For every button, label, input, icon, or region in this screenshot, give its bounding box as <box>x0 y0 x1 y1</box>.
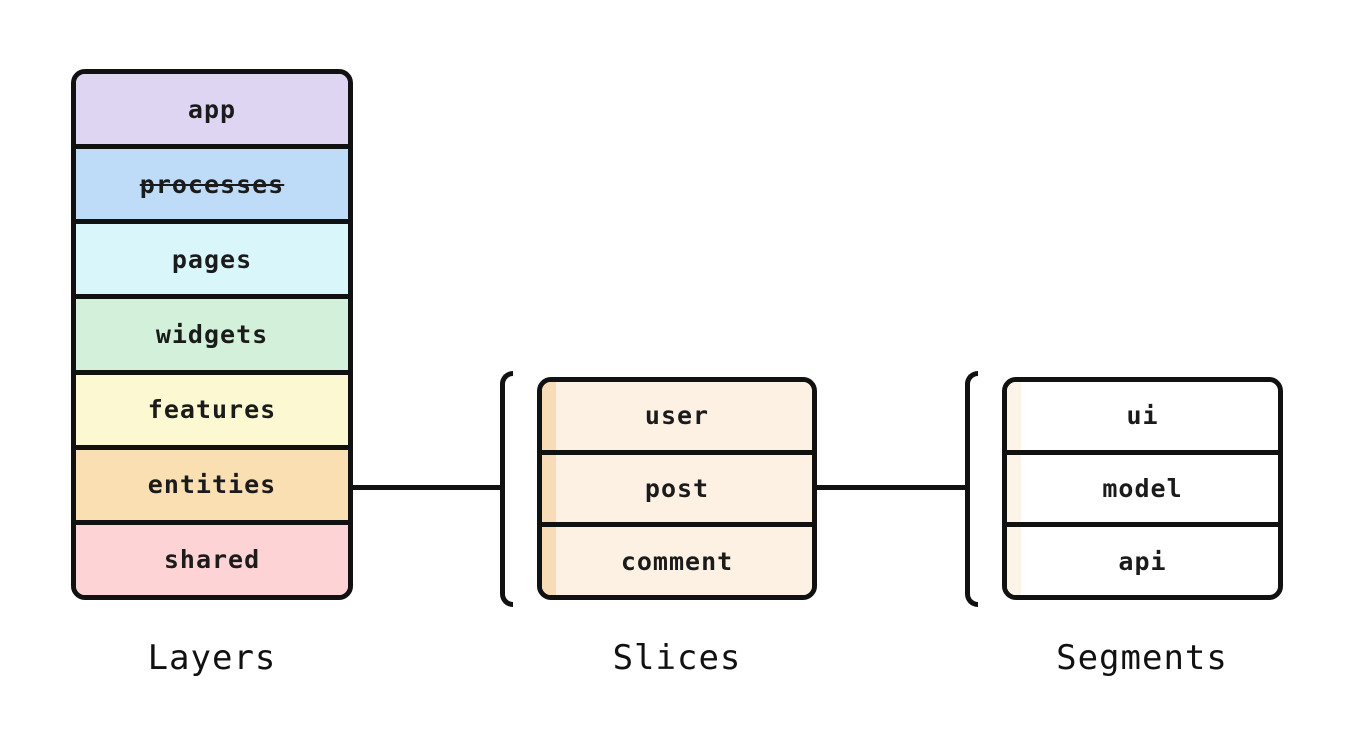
slice-row-user: user <box>542 382 812 450</box>
layer-label-pages: pages <box>171 244 253 274</box>
slice-label-post: post <box>644 474 710 503</box>
layer-row-processes: processes <box>76 144 348 220</box>
slice-strip <box>542 454 556 523</box>
connector-slices-to-segments <box>817 485 965 490</box>
segment-label-ui: ui <box>1126 401 1159 431</box>
segment-row-model: model <box>1007 449 1278 523</box>
layer-row-widgets: widgets <box>76 294 348 370</box>
layers-stack: app processes pages widgets features ent… <box>71 69 353 600</box>
slice-strip <box>542 527 556 595</box>
layer-row-pages: pages <box>76 219 348 295</box>
connector-layers-to-slices <box>353 485 500 490</box>
slice-row-post: post <box>542 449 812 523</box>
slices-stack: user post comment <box>537 377 817 600</box>
slice-label-comment: comment <box>620 546 734 576</box>
layer-row-features: features <box>76 369 348 445</box>
slices-bracket <box>500 371 513 607</box>
segment-label-api: api <box>1118 546 1167 576</box>
segment-strip <box>1007 454 1021 523</box>
segment-label-model: model <box>1102 474 1183 503</box>
segment-row-api: api <box>1007 522 1278 595</box>
slice-row-comment: comment <box>542 522 812 595</box>
layer-label-app: app <box>187 94 237 124</box>
segments-stack: ui model api <box>1002 377 1283 600</box>
layer-row-shared: shared <box>76 519 348 595</box>
layer-label-features: features <box>147 395 277 425</box>
layer-label-widgets: widgets <box>155 319 269 349</box>
slice-label-user: user <box>644 401 710 431</box>
layer-label-entities: entities <box>147 470 277 500</box>
segments-caption: Segments <box>1056 638 1228 678</box>
segment-strip <box>1007 382 1021 450</box>
slices-caption: Slices <box>612 638 742 678</box>
layer-label-shared: shared <box>163 545 261 575</box>
segment-strip <box>1007 527 1021 595</box>
segment-row-ui: ui <box>1007 382 1278 450</box>
layers-caption: Layers <box>147 638 277 678</box>
segments-bracket <box>965 371 978 607</box>
layer-label-processes: processes <box>139 169 285 199</box>
layer-row-entities: entities <box>76 444 348 520</box>
slice-strip <box>542 382 556 450</box>
layer-row-app: app <box>76 74 348 145</box>
